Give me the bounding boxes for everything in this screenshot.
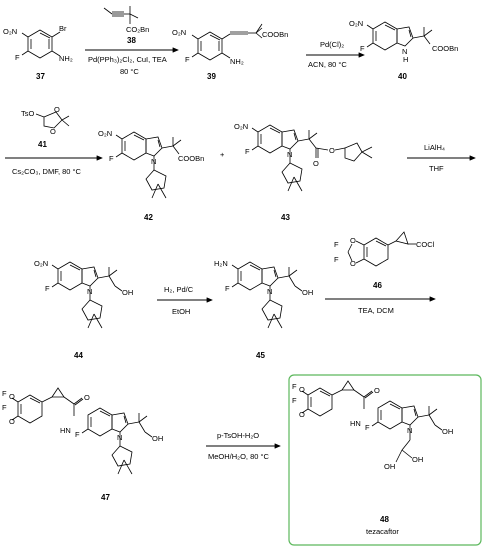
- atom-coobn: COOBn: [178, 154, 204, 163]
- compound-48: F F O O O HN N OH F OH OH 48 tezacaftor: [292, 380, 453, 536]
- compound-number: 41: [38, 140, 47, 149]
- atom-n: N: [117, 433, 122, 442]
- atom-oh: OH: [302, 288, 313, 297]
- atom-coobn: COOBn: [262, 30, 288, 39]
- plus-sign: +: [220, 150, 225, 159]
- condition-step3-a: Cs₂CO₃, DMF, 80 °C: [12, 167, 82, 176]
- atom-oh: OH: [442, 427, 453, 436]
- atom-h: H: [403, 55, 408, 64]
- atom-f: F: [360, 44, 365, 53]
- condition-step7-a: p-TsOH-H₂O: [217, 431, 259, 440]
- atom-n: N: [151, 157, 156, 166]
- atom-f: F: [2, 389, 7, 398]
- compound-number: 48: [380, 515, 389, 524]
- atom-oh: OH: [152, 434, 163, 443]
- atom-n: N: [287, 150, 292, 159]
- compound-45: H₂N N OH F 45: [214, 259, 313, 360]
- atom-o2n: O₂N: [3, 27, 17, 36]
- atom-f: F: [109, 154, 114, 163]
- atom-o2n: O₂N: [172, 28, 186, 37]
- condition-step1-a: Pd(PPh₃)₂Cl₂, CuI, TEA: [88, 55, 167, 64]
- condition-step2-b: ACN, 80 °C: [308, 60, 347, 69]
- compound-39: O₂N COOBn F NH₂ 39: [172, 23, 288, 81]
- compound-47: F F O O O HN N OH F 47: [2, 387, 163, 502]
- atom-f: F: [292, 396, 297, 405]
- atom-f: F: [365, 423, 370, 432]
- atom-f: F: [245, 147, 250, 156]
- compound-number: 44: [74, 351, 83, 360]
- condition-step6-a: TEA, DCM: [358, 306, 394, 315]
- tezacaftor-highlight-box: [288, 374, 482, 546]
- compound-number: 42: [144, 213, 153, 222]
- atom-f: F: [2, 403, 7, 412]
- condition-step7-b: MeOH/H₂O, 80 °C: [208, 452, 270, 461]
- atom-o: O: [9, 417, 15, 426]
- compound-number: 47: [101, 493, 110, 502]
- compound-name-tezacaftor: tezacaftor: [366, 527, 399, 536]
- atom-br: Br: [59, 24, 67, 33]
- compound-number: 39: [207, 72, 216, 81]
- reagent-41: TsO O O 41: [21, 105, 70, 149]
- atom-cocl: COCl: [416, 240, 435, 249]
- atom-f: F: [15, 53, 20, 62]
- atom-tso: TsO: [21, 109, 35, 118]
- atom-n: N: [87, 287, 92, 296]
- atom-o2n: O₂N: [34, 259, 48, 268]
- compound-number: 40: [398, 72, 407, 81]
- atom-o: O: [374, 386, 380, 395]
- compound-number: 43: [281, 213, 290, 222]
- atom-o: O: [299, 410, 305, 419]
- atom-hn: HN: [60, 426, 71, 435]
- atom-n: N: [402, 47, 407, 56]
- compound-44: O₂N N OH F 44: [34, 259, 133, 360]
- atom-f: F: [185, 55, 190, 64]
- atom-o: O: [313, 159, 319, 168]
- compound-37: O₂N Br F NH₂ 37: [3, 24, 73, 81]
- condition-step4-a: LiAlH₄: [424, 143, 445, 152]
- atom-f: F: [225, 284, 230, 293]
- reagent-46: O O F F COCl 46: [334, 231, 435, 290]
- atom-n: N: [267, 287, 272, 296]
- atom-nh2: NH₂: [59, 54, 73, 63]
- atom-h2n: H₂N: [214, 259, 228, 268]
- condition-step5-a: H₂, Pd/C: [164, 285, 194, 294]
- atom-o: O: [350, 236, 356, 245]
- atom-o: O: [54, 105, 60, 114]
- compound-number: 38: [127, 36, 136, 45]
- atom-o: O: [329, 146, 335, 155]
- compound-number: 46: [373, 281, 382, 290]
- atom-n: N: [407, 426, 412, 435]
- atom-oh: OH: [384, 462, 395, 471]
- atom-o: O: [350, 259, 356, 268]
- compound-number: 37: [36, 72, 45, 81]
- atom-hn: HN: [350, 419, 361, 428]
- atom-o2n: O₂N: [349, 19, 363, 28]
- condition-step4-b: THF: [429, 164, 444, 173]
- atom-f: F: [334, 255, 339, 264]
- atom-nh2: NH₂: [230, 57, 244, 66]
- atom-o: O: [299, 385, 305, 394]
- atom-oh: OH: [122, 288, 133, 297]
- atom-co2bn: CO₂Bn: [126, 25, 149, 34]
- atom-oh: OH: [412, 455, 423, 464]
- condition-step2-a: Pd(Cl)₂: [320, 40, 344, 49]
- compound-42: O₂N N COOBn F 42: [98, 129, 204, 222]
- atom-f: F: [75, 430, 80, 439]
- atom-o2n: O₂N: [98, 129, 112, 138]
- atom-f: F: [292, 382, 297, 391]
- condition-step5-b: EtOH: [172, 307, 190, 316]
- condition-step1-b: 80 °C: [120, 67, 139, 76]
- compound-40: O₂N N H COOBn F 40: [349, 19, 458, 81]
- atom-f: F: [334, 240, 339, 249]
- compound-number: 45: [256, 351, 265, 360]
- atom-o: O: [9, 392, 15, 401]
- compound-43: O₂N N O O F 43: [234, 122, 373, 222]
- atom-f: F: [45, 284, 50, 293]
- atom-o: O: [50, 127, 56, 136]
- atom-o2n: O₂N: [234, 122, 248, 131]
- reagent-38: CO₂Bn 38: [103, 6, 149, 45]
- atom-o: O: [84, 393, 90, 402]
- atom-coobn: COOBn: [432, 44, 458, 53]
